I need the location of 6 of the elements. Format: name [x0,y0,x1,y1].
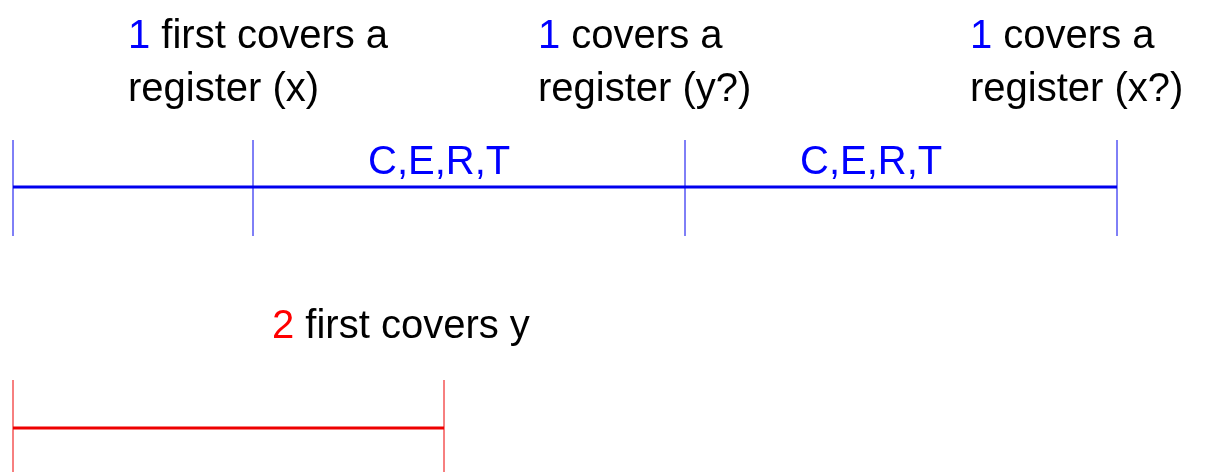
annotation-text: 1 covers a register (x?) [970,11,1185,111]
annotation-text: 1 first covers a register (x) [128,11,390,111]
annotation-text: 1 covers a register (y?) [538,11,753,111]
phase-label: C,E,R,T [368,137,512,184]
phase-label: C,E,R,T [800,137,944,184]
annotation-text: 2 first covers y [272,301,531,348]
